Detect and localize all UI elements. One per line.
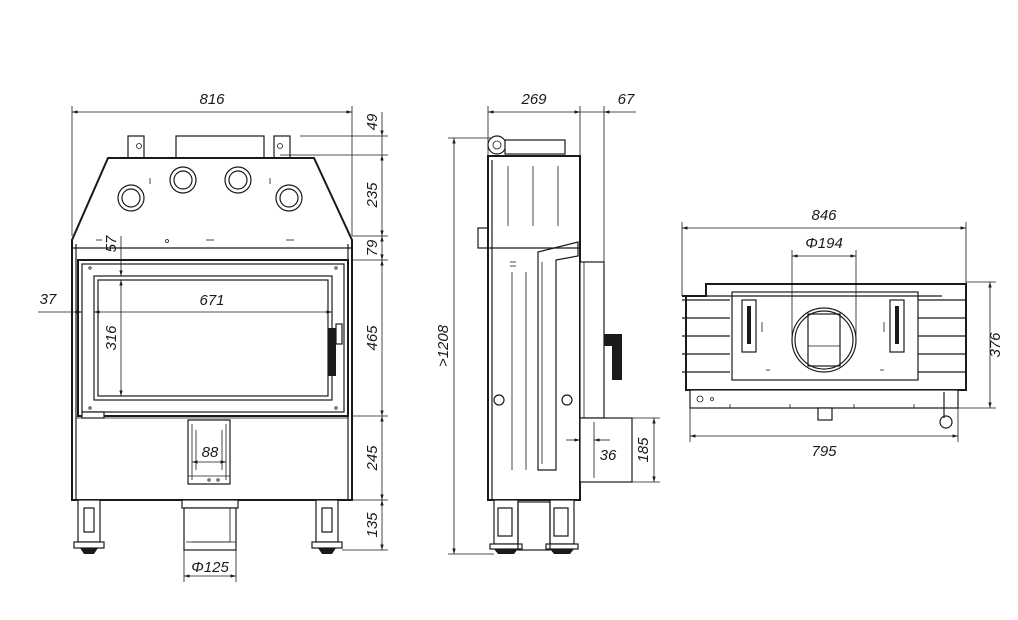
dim-top-376: 376 <box>987 332 1004 358</box>
side-door-handle <box>604 334 622 380</box>
dim-front-135: 135 <box>364 512 381 538</box>
side-air-inlet <box>579 417 633 483</box>
front-left-leg <box>77 499 101 543</box>
dim-front-flue: Φ125 <box>191 559 229 576</box>
dim-side-269: 269 <box>520 91 547 108</box>
front-door-frame <box>77 259 349 417</box>
convection-outlet-4 <box>275 184 303 212</box>
dim-top-795: 795 <box>811 443 837 460</box>
dim-front-465: 465 <box>364 325 381 351</box>
dim-side-36: 36 <box>600 447 617 464</box>
convection-outlet-1 <box>117 184 145 212</box>
dim-front-245: 245 <box>364 445 381 472</box>
top-flue-collar <box>791 307 857 373</box>
dim-top-846: 846 <box>811 207 837 224</box>
dim-front-316: 316 <box>103 325 120 351</box>
dim-front-width: 816 <box>199 91 225 108</box>
top-door-handle <box>939 415 953 429</box>
dim-front-57: 57 <box>103 235 120 252</box>
dim-side-185: 185 <box>635 437 652 463</box>
side-body-outline <box>487 155 581 501</box>
front-dimensions: 816 49 235 79 465 245 135 57 37 671 316 <box>38 91 388 582</box>
convection-outlet-3 <box>224 166 252 194</box>
dim-front-235: 235 <box>364 182 381 209</box>
dim-top-flue: Φ194 <box>805 235 843 252</box>
dim-front-79: 79 <box>364 239 381 256</box>
front-bottom-flue <box>183 507 237 551</box>
dim-front-49: 49 <box>364 113 381 130</box>
top-body-outline <box>682 283 967 391</box>
dim-side-height: >1208 <box>435 324 452 367</box>
front-air-channel <box>187 419 231 485</box>
front-door-handle <box>328 328 336 376</box>
front-right-leg <box>315 499 339 543</box>
dim-front-671: 671 <box>199 292 224 309</box>
side-top-lug <box>487 135 507 155</box>
top-view <box>682 283 967 429</box>
side-view <box>477 135 633 554</box>
dim-front-37: 37 <box>40 291 57 308</box>
dim-front-88: 88 <box>202 444 219 461</box>
side-baffle <box>537 241 579 471</box>
convection-outlet-2 <box>169 166 197 194</box>
side-dimensions: 269 67 >1208 36 185 <box>435 91 660 555</box>
top-dimensions: 846 Φ194 376 795 <box>681 207 1004 460</box>
dim-side-67: 67 <box>618 91 635 108</box>
front-top-collar <box>175 135 265 159</box>
